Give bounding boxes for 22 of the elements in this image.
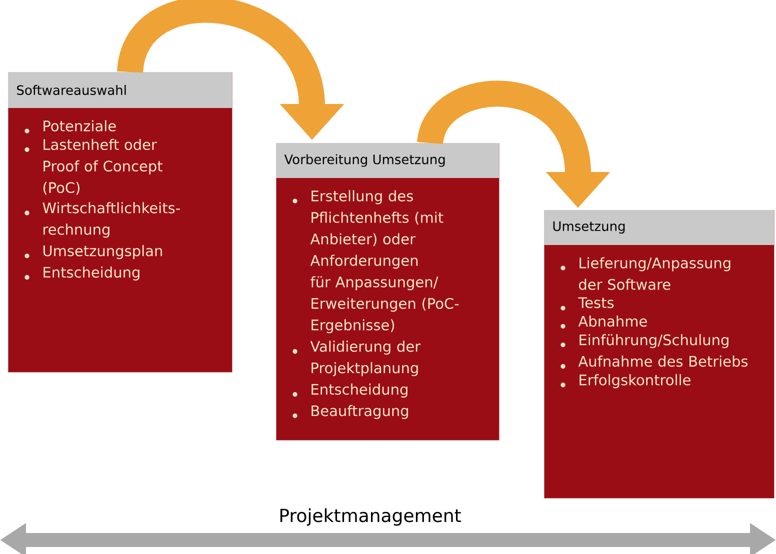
list-item: Abnahme: [560, 316, 647, 329]
process-box: [544, 210, 774, 498]
list-item: Validierung der Projektplanung: [292, 340, 421, 376]
box-header: Softwareauswahl: [8, 72, 232, 108]
list-item: Erstellung des Pflichtenhefts (mit Anbieter) oder Anforderungen für Anpassungen/ Erweiterungen (PoC-Ergebnisse): [292, 190, 459, 334]
list-item: Entscheidung: [24, 266, 140, 281]
list-item: Umsetzungsplan: [24, 245, 162, 260]
list-item: Wirtschaftlichkeits-rechnung: [24, 202, 180, 238]
list-item: Lastenheft oder Proof of Concept (PoC): [24, 138, 162, 195]
box-header: Vorbereitung Umsetzung: [276, 143, 499, 178]
box-header: Umsetzung: [544, 210, 774, 245]
list-item: Beauftragung: [292, 405, 408, 420]
list-item: Entscheidung: [292, 384, 408, 398]
list-item: Aufnahme des Betriebs: [560, 356, 748, 369]
list-item: Potenziale: [24, 120, 116, 134]
list-item: Erfolgskontrolle: [560, 374, 690, 388]
process-box: [276, 143, 500, 440]
list-item: Lieferung/Anpassung der Software: [560, 257, 730, 290]
list-item: Tests: [560, 297, 614, 310]
list-item: Einführung/Schulung: [560, 334, 728, 348]
axis-label: Projektmanagement: [280, 508, 461, 526]
process-box: [8, 72, 232, 372]
